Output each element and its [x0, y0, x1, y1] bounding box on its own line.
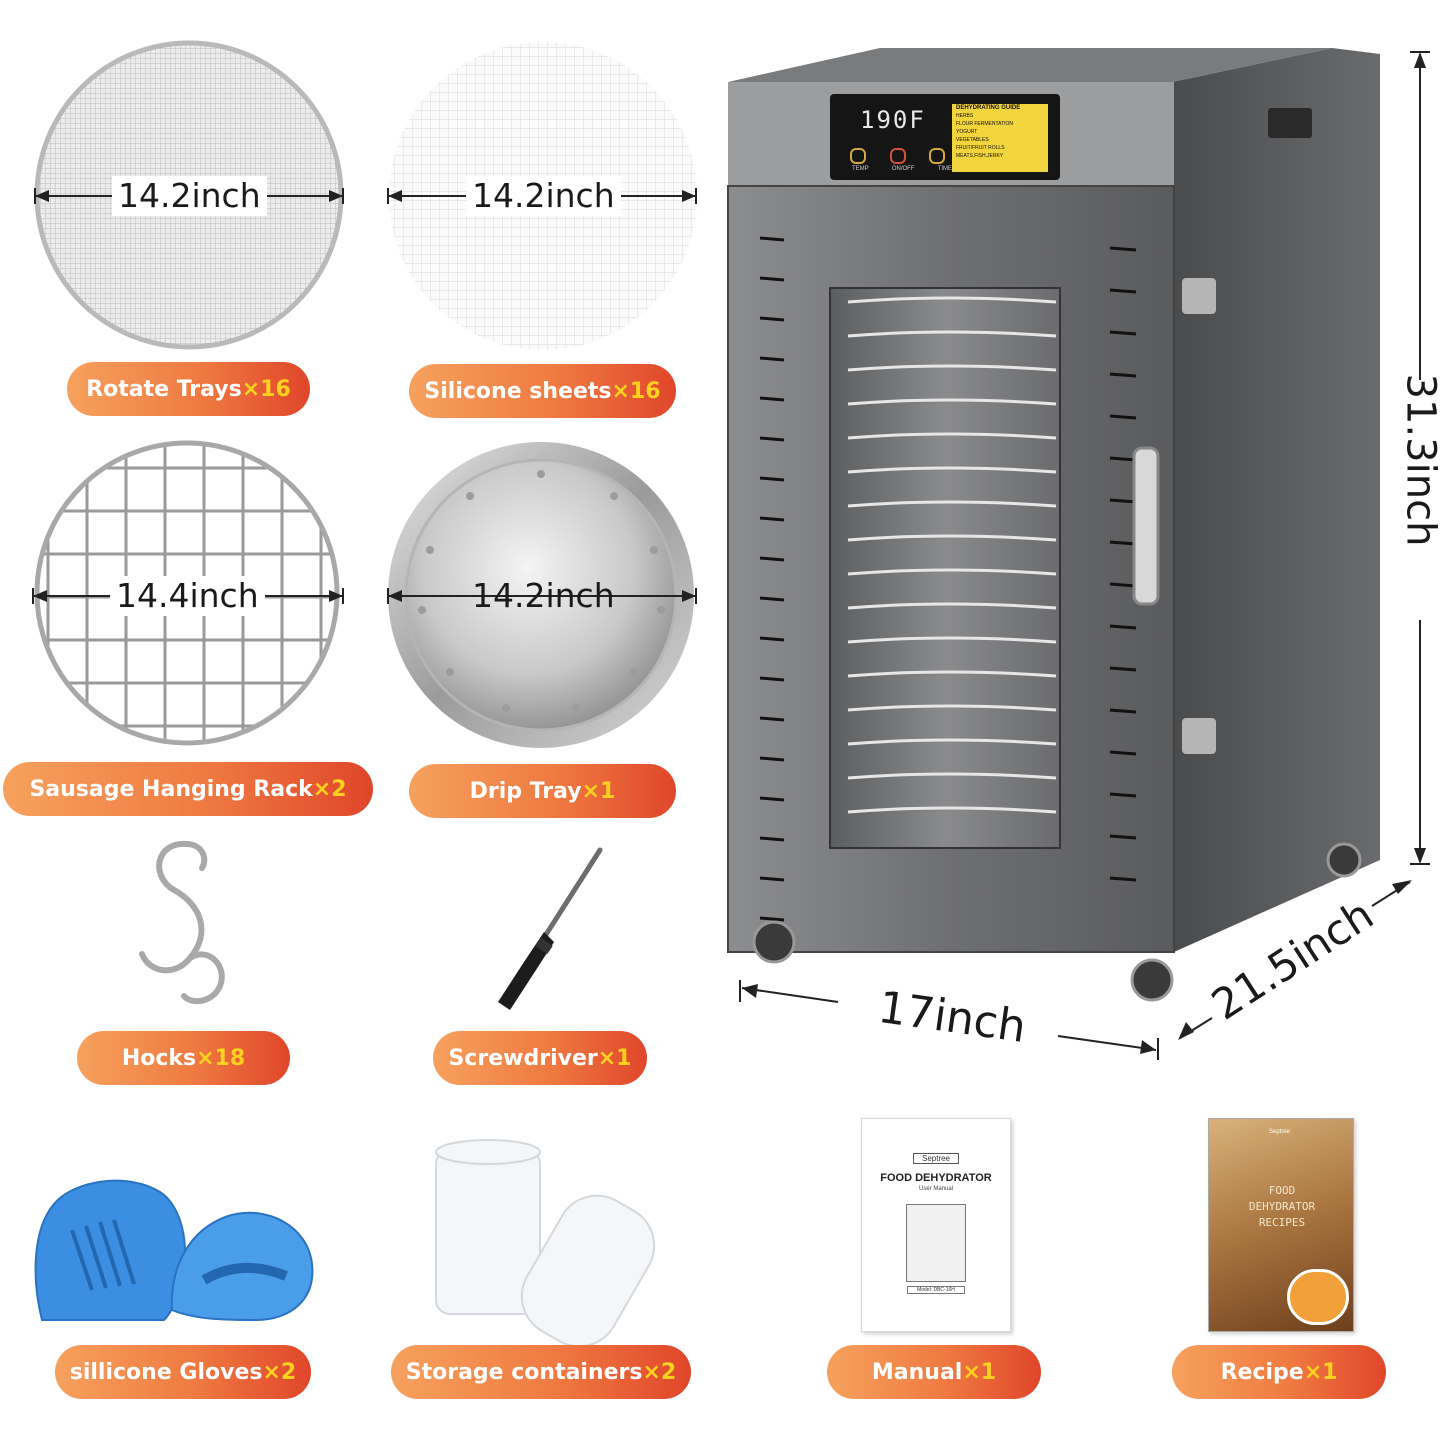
dimension-arrow [387, 588, 697, 604]
manual-badge: Manual ×1 [827, 1345, 1041, 1399]
depth-dimension-arrow [1178, 880, 1412, 1040]
power-button-icon [889, 148, 906, 164]
width-dimension-arrow [739, 980, 1159, 1060]
drip-tray-badge: Drip Tray ×1 [409, 764, 676, 818]
time-button-label: TIME [937, 166, 952, 172]
storage-containers-image [435, 1139, 656, 1348]
height-dimension-arrow [1410, 51, 1430, 865]
temperature-display: 190F [860, 106, 926, 134]
onoff-button-label: ON/OFF [891, 166, 915, 172]
temp-button-label: TEMP [852, 166, 869, 172]
silicone-gloves-image [34, 1179, 314, 1322]
sausage-rack-dimension: 14.4inch [110, 576, 265, 616]
sausage-rack-badge: Sausage Hanging Rack ×2 [3, 762, 373, 816]
rotate-trays-badge: Rotate Trays ×16 [67, 362, 310, 416]
drip-tray-dimension: 14.2inch [472, 576, 615, 615]
rotate-tray-dimension: 14.2inch [112, 176, 267, 216]
user-manual-image: Septree FOOD DEHYDRATOR User Manual Mode… [861, 1118, 1011, 1332]
height-dimension-label: 31.3inch [1397, 373, 1444, 547]
recipe-badge: Recipe ×1 [1172, 1345, 1386, 1399]
screwdriver-image [498, 847, 603, 1010]
hocks-badge: Hocks ×18 [77, 1031, 290, 1085]
recipe-book-image: Septree FOOD DEHYDRATOR RECIPES [1208, 1118, 1354, 1332]
gloves-badge: sillicone Gloves ×2 [55, 1345, 311, 1399]
silicone-sheets-badge: Silicone sheets ×16 [409, 364, 676, 418]
silicone-sheet-dimension: 14.2inch [466, 176, 621, 216]
screwdriver-badge: Screwdriver ×1 [433, 1031, 647, 1085]
time-button-icon [929, 148, 945, 164]
dehydrating-guide-panel: DEHYDRATING GUIDE HERBS FLOUR FERMENTATI… [952, 104, 1048, 172]
dehydrator-image [727, 48, 1380, 1002]
storage-containers-badge: Storage containers ×2 [391, 1345, 691, 1399]
temp-button-icon [850, 148, 866, 164]
s-hook-image [139, 840, 225, 1005]
